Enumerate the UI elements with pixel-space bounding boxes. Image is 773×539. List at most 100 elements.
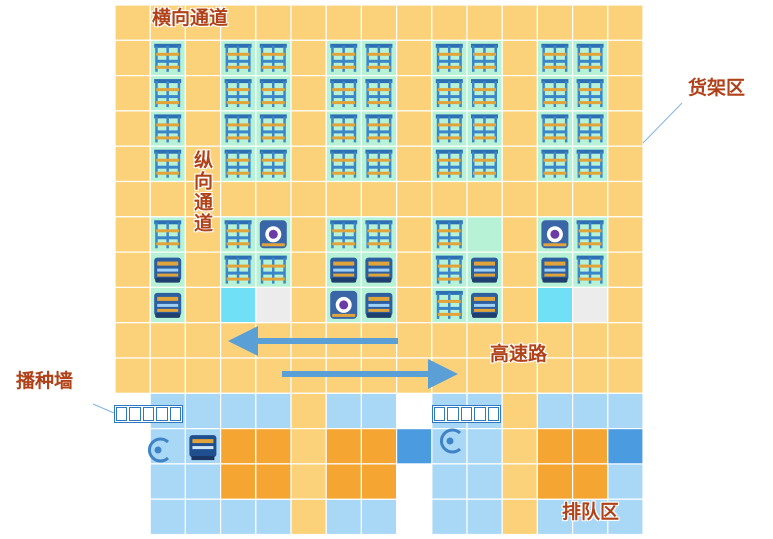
aisle-cell (290, 110, 327, 147)
rotate-indicator-icon (440, 428, 462, 454)
aisle-cell (501, 110, 539, 147)
picking-station-cell (325, 463, 363, 500)
aisle-cell (607, 322, 644, 359)
robot-icon (259, 220, 287, 249)
queue-cell (325, 498, 363, 536)
picking-station-cell (220, 428, 257, 465)
aisle-cell (184, 357, 222, 394)
robot-with-shelf-icon (154, 292, 182, 318)
robot-with-shelf-icon (471, 257, 498, 283)
aisle-cell (360, 4, 398, 41)
aisle-cell (114, 322, 151, 359)
aisle-cell (149, 357, 186, 394)
picking-station-cell (571, 428, 609, 465)
highlight-cell (571, 286, 609, 324)
aisle-cell (396, 145, 433, 183)
aisle-cell (396, 110, 433, 147)
aisle-cell (607, 251, 644, 289)
aisle-cell (114, 145, 151, 183)
aisle-cell (220, 180, 257, 218)
aisle-cell (396, 251, 433, 289)
aisle-cell (396, 4, 433, 41)
queue-cell (184, 392, 222, 430)
aisle-cell (607, 145, 644, 183)
aisle-cell (290, 4, 327, 41)
picking-station-cell (255, 428, 292, 465)
queue-cell (431, 463, 468, 500)
aisle-cell (501, 392, 539, 430)
aisle-cell (536, 180, 574, 218)
aisle-cell (607, 74, 644, 112)
aisle-cell (114, 4, 151, 41)
aisle-cell (290, 180, 327, 218)
picking-station-cell (360, 463, 398, 500)
aisle-cell (501, 463, 539, 500)
robot-with-shelf-icon (365, 292, 393, 318)
picking-station-cell (255, 463, 292, 500)
highlight-cell (220, 286, 257, 324)
aisle-cell (501, 39, 539, 77)
queue-cell (466, 428, 503, 465)
queue-cell (607, 463, 644, 500)
aisle-cell (501, 74, 539, 112)
aisle-cell (607, 286, 644, 324)
aisle-cell (290, 463, 327, 500)
station-entry-cell (607, 428, 644, 465)
aisle-cell (149, 322, 186, 359)
aisle-cell (501, 428, 539, 465)
queue-cell (536, 392, 574, 430)
robot-with-shelf-icon (541, 257, 569, 283)
station-entry-cell (396, 428, 433, 465)
aisle-cell (184, 322, 222, 359)
queue-cell (255, 498, 292, 536)
aisle-cell (184, 39, 222, 77)
aisle-cell (501, 251, 539, 289)
aisle-cell (536, 322, 574, 359)
aisle-cell (325, 180, 363, 218)
queue-cell (149, 498, 186, 536)
aisle-cell (607, 110, 644, 147)
queue-cell (220, 392, 257, 430)
aisle-cell (571, 322, 609, 359)
robot-icon (541, 220, 569, 249)
aisle-cell (466, 180, 503, 218)
queue-cell (149, 463, 186, 500)
aisle-cell (255, 180, 292, 218)
robot-icon (330, 290, 358, 319)
aisle-cell (114, 216, 151, 253)
queue-cell (466, 498, 503, 536)
shelf-cell (466, 216, 503, 253)
aisle-cell (501, 498, 539, 536)
picking-station-cell (360, 428, 398, 465)
robot-with-shelf-icon (471, 292, 498, 318)
sowing-wall-leader-line (92, 403, 115, 414)
queue-cell (325, 392, 363, 430)
aisle-cell (114, 39, 151, 77)
aisle-cell (466, 4, 503, 41)
rotate-indicator-icon (148, 437, 170, 463)
aisle-cell (396, 180, 433, 218)
horizontal-aisle-label: 横向通道 (152, 7, 229, 29)
aisle-cell (290, 251, 327, 289)
queue-cell (255, 392, 292, 430)
sowing-wall-right (432, 405, 501, 423)
shelf-area-label: 货架区 (688, 77, 746, 99)
picking-station-icon (189, 435, 217, 461)
aisle-cell (571, 357, 609, 394)
aisle-cell (536, 357, 574, 394)
aisle-cell (607, 216, 644, 253)
aisle-cell (114, 110, 151, 147)
aisle-cell (184, 110, 222, 147)
aisle-cell (501, 180, 539, 218)
aisle-cell (290, 498, 327, 536)
aisle-cell (290, 74, 327, 112)
aisle-cell (607, 180, 644, 218)
highway-label: 高速路 (490, 343, 548, 365)
aisle-cell (466, 357, 503, 394)
queue-cell (360, 392, 398, 430)
aisle-cell (114, 74, 151, 112)
robot-with-shelf-icon (365, 257, 393, 283)
aisle-cell (536, 4, 574, 41)
aisle-cell (290, 392, 327, 430)
